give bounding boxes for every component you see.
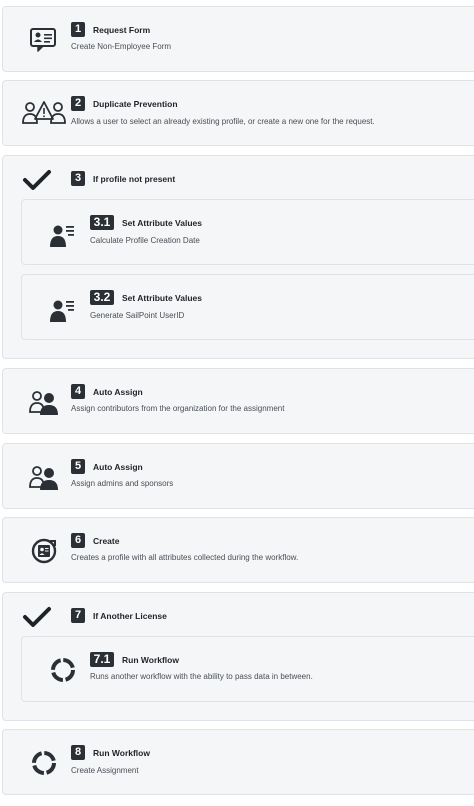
workflow-cycle-icon [25, 748, 63, 778]
profile-list-icon [44, 220, 82, 250]
step-card-8[interactable]: 8 Run Workflow Create Assignment [2, 729, 474, 795]
step-number-badge: 2 [71, 96, 85, 111]
step-number-badge: 3 [71, 171, 85, 186]
step-card-4[interactable]: 4 Auto Assign Assign contributors from t… [2, 368, 474, 434]
step-description: Runs another workflow with the ability t… [90, 672, 313, 681]
step-description: Create Assignment [71, 766, 139, 775]
checkmark-icon [23, 170, 51, 190]
step-card-2[interactable]: 2 Duplicate Prevention Allows a user to … [2, 80, 474, 146]
step-title-row: 1 Request Form [71, 22, 150, 37]
step-title: Run Workflow [122, 654, 179, 665]
step-card-7[interactable]: 7 If Another License 7.1 Run Workflow Ru… [2, 592, 474, 721]
step-number-badge: 4 [71, 384, 85, 399]
profile-list-icon [44, 295, 82, 325]
form-icon [25, 25, 63, 55]
users-icon [25, 462, 63, 492]
step-title-row: 8 Run Workflow [71, 745, 150, 760]
users-icon [25, 387, 63, 417]
step-card-3[interactable]: 3 If profile not present 3.1 Set Attribu… [2, 155, 474, 359]
workflow-cycle-icon [44, 655, 82, 685]
step-title-row: 2 Duplicate Prevention [71, 96, 178, 111]
step-card-6[interactable]: 6 Create Creates a profile with all attr… [2, 517, 474, 583]
step-number-badge: 8 [71, 745, 85, 760]
checkmark-icon [23, 607, 51, 627]
step-card-7-1[interactable]: 7.1 Run Workflow Runs another workflow w… [21, 636, 474, 702]
step-number-badge: 7 [71, 608, 85, 623]
step-title-row: 7.1 Run Workflow [90, 652, 179, 667]
step-title: Set Attribute Values [122, 217, 202, 228]
step-description: Calculate Profile Creation Date [90, 236, 200, 245]
step-title: Auto Assign [93, 461, 143, 472]
step-number-badge: 1 [71, 22, 85, 37]
step-title-row: 3.1 Set Attribute Values [90, 215, 202, 230]
step-title-row: 6 Create [71, 533, 119, 548]
step-title-row: 3.2 Set Attribute Values [90, 290, 202, 305]
step-card-1[interactable]: 1 Request Form Create Non-Employee Form [2, 6, 474, 72]
step-title: Auto Assign [93, 386, 143, 397]
step-number-badge: 3.2 [90, 290, 114, 305]
step-title: If profile not present [93, 173, 176, 184]
step-title-row: 5 Auto Assign [71, 459, 143, 474]
step-card-3-2[interactable]: 3.2 Set Attribute Values Generate SailPo… [21, 274, 474, 340]
step-description: Assign contributors from the organizatio… [71, 404, 285, 413]
step-title: Set Attribute Values [122, 292, 202, 303]
step-description: Assign admins and sponsors [71, 479, 174, 488]
step-description: Create Non-Employee Form [71, 42, 172, 51]
step-number-badge: 5 [71, 459, 85, 474]
step-number-badge: 3.1 [90, 215, 114, 230]
users-warning-icon [21, 98, 67, 128]
step-card-5[interactable]: 5 Auto Assign Assign admins and sponsors [2, 443, 474, 509]
step-title: Duplicate Prevention [93, 98, 178, 109]
step-description: Allows a user to select an already exist… [71, 117, 375, 126]
step-title-row: 7 If Another License [71, 608, 167, 623]
step-description: Generate SailPoint UserID [90, 311, 185, 320]
profile-create-icon [25, 536, 63, 566]
step-title-row: 4 Auto Assign [71, 384, 143, 399]
step-title: Request Form [93, 24, 151, 35]
step-title-row: 3 If profile not present [71, 171, 175, 186]
step-title: Run Workflow [93, 747, 150, 758]
step-number-badge: 6 [71, 533, 85, 548]
step-description: Creates a profile with all attributes co… [71, 553, 299, 562]
step-title: Create [93, 535, 120, 546]
step-number-badge: 7.1 [90, 652, 114, 667]
step-card-3-1[interactable]: 3.1 Set Attribute Values Calculate Profi… [21, 199, 474, 265]
step-title: If Another License [93, 610, 167, 621]
